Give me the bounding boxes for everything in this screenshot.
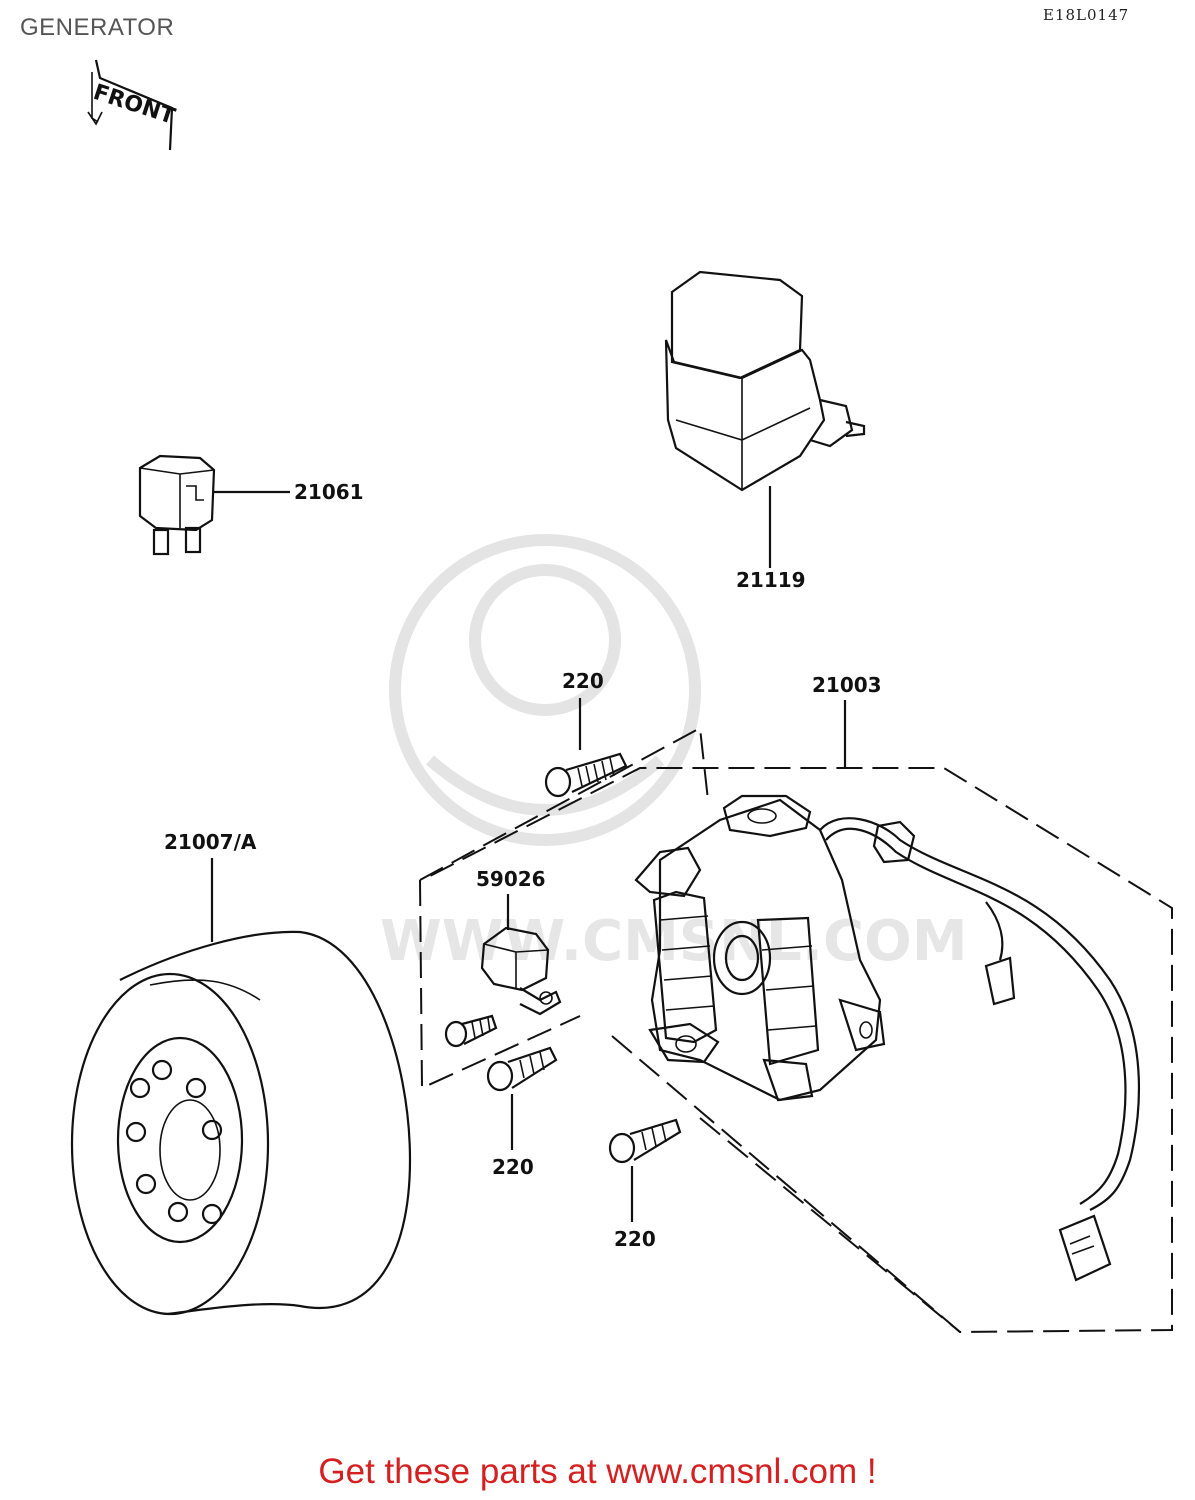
page-title: GENERATOR	[20, 14, 175, 41]
part-label-220-lower-right: 220	[614, 1227, 656, 1251]
rotor-21007A: 21007/A	[70, 830, 412, 1316]
part-label-21119: 21119	[736, 568, 806, 592]
part-label-220-lower-left: 220	[492, 1155, 534, 1179]
bolt-220-lower-left: 220	[486, 1046, 558, 1179]
pickup-coil-59026: 59026	[444, 867, 562, 1048]
part-label-220-top: 220	[562, 669, 604, 693]
stator-21003	[634, 794, 1141, 1282]
bolt-220-lower-right: 220	[608, 1118, 682, 1251]
front-direction-tag: FRONT	[87, 59, 178, 151]
part-label-21061: 21061	[294, 480, 364, 504]
part-label-59026: 59026	[476, 867, 546, 891]
bolt-220-top: 220	[544, 669, 628, 798]
part-label-21003: 21003	[812, 673, 882, 697]
assembly-outline	[419, 726, 1173, 1334]
exploded-diagram: WWW.CMSNL.COM FRONT 21061 21119 21003 22…	[70, 59, 1173, 1334]
front-label: FRONT	[90, 80, 178, 130]
watermark-text: WWW.CMSNL.COM	[380, 909, 967, 974]
part-label-21007A: 21007/A	[164, 830, 257, 854]
relay-21061: 21061	[138, 454, 364, 556]
regulator-21119: 21119	[664, 270, 866, 592]
diagram-reference-code: E18L0147	[1043, 6, 1130, 24]
watermark-logo: WWW.CMSNL.COM	[380, 534, 967, 974]
stator-label-group: 21003	[812, 673, 882, 768]
promo-link[interactable]: Get these parts at www.cmsnl.com !	[318, 1452, 877, 1491]
